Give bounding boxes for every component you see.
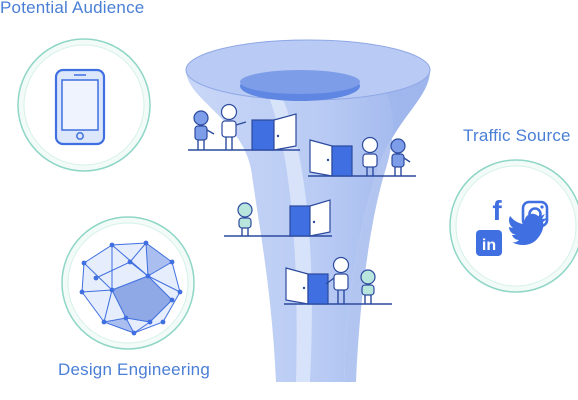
traffic-source-label: Traffic Source [463, 126, 571, 145]
facebook-glyph: f [492, 195, 502, 226]
person-icon [193, 110, 215, 150]
linkedin-icon: in [476, 230, 502, 256]
funnel-ledge-2 [308, 136, 416, 177]
door-icon [289, 199, 331, 237]
person-icon [220, 103, 247, 150]
door-icon [309, 139, 353, 177]
linkedin-glyph: in [482, 237, 496, 254]
twitter-icon [509, 213, 548, 246]
person-icon [390, 138, 411, 176]
person-icon [237, 202, 253, 236]
funnel-ledge-1 [188, 103, 300, 151]
smartphone-icon [54, 68, 106, 146]
door-icon [251, 113, 297, 151]
potential-audience-circle [17, 38, 151, 172]
person-icon [325, 256, 350, 304]
mesh-network-icon [79, 240, 183, 336]
person-icon [360, 269, 376, 304]
facebook-icon: f [492, 195, 502, 226]
design-engineering-circle [61, 216, 195, 350]
funnel-ledge-3 [224, 199, 332, 237]
door-icon [285, 267, 329, 305]
person-icon [361, 136, 379, 176]
funnel-ledge-4 [284, 256, 392, 305]
traffic-source-circle: f in [449, 159, 578, 293]
design-engineering-label: Design Engineering [58, 360, 210, 379]
potential-audience-label: Potential Audience [0, 0, 145, 17]
